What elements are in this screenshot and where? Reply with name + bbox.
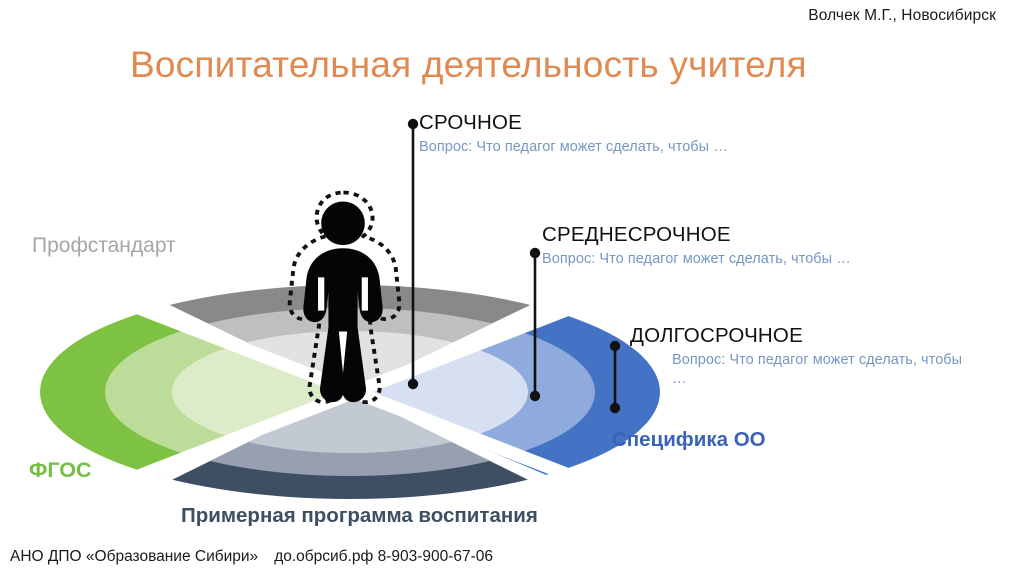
author-credit: Волчек М.Г., Новосибирск <box>808 7 996 24</box>
callout-long-heading: ДОЛГОСРОЧНОЕ <box>630 324 803 347</box>
footer-site: до.обрсиб.рф <box>274 548 374 565</box>
footer: АНО ДПО «Образование Сибири» до.обрсиб.рф… <box>10 548 493 566</box>
footer-org: АНО ДПО «Образование Сибири» <box>10 548 259 565</box>
leader-line-long <box>609 340 621 414</box>
callout-long: ДОЛГОСРОЧНОЕ Вопрос: Что педагог может с… <box>630 324 972 388</box>
callout-urgent-heading: СРОЧНОЕ <box>419 111 523 134</box>
callout-urgent: СРОЧНОЕ Вопрос: Что педагог может сделат… <box>419 111 729 157</box>
footer-phone: 8-903-900-67-06 <box>377 548 494 565</box>
leader-line-urgent <box>407 118 419 390</box>
page-title: Воспитательная деятельность учителя <box>130 44 807 85</box>
zone-label-specifika: Специфика ОО <box>612 428 766 451</box>
callout-long-question: Вопрос: Что педагог может сделать, чтобы… <box>672 351 963 387</box>
callout-medium-heading: СРЕДНЕСРОЧНОЕ <box>542 223 731 246</box>
zone-label-fgos: ФГОС <box>29 458 92 482</box>
leader-line-medium <box>529 247 541 402</box>
person-silhouette-icon <box>287 190 402 405</box>
zone-label-programma: Примерная программа воспитания <box>181 504 538 527</box>
callout-medium-question: Вопрос: Что педагог может сделать, чтобы… <box>542 250 851 267</box>
zone-label-profstandart: Профстандарт <box>32 234 176 257</box>
callout-urgent-question: Вопрос: Что педагог может сделать, чтобы… <box>419 138 728 155</box>
callout-medium: СРЕДНЕСРОЧНОЕ Вопрос: Что педагог может … <box>542 223 942 269</box>
